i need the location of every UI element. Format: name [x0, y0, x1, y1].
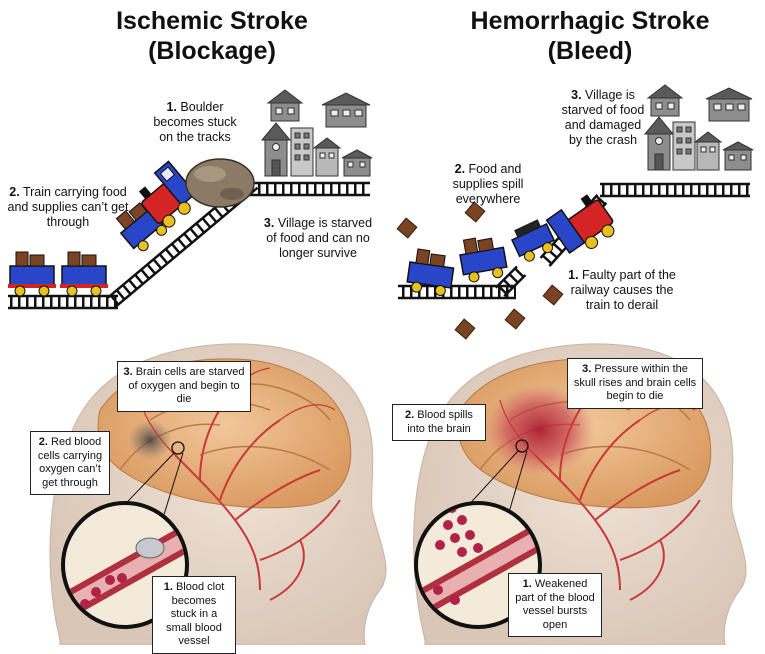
ischemic-brain-step2-text: Red blood cells carrying oxygen can’t ge… — [37, 436, 103, 489]
ischemic-cargo-wagon-1 — [8, 251, 56, 297]
hemorrhagic-brain-step1: 1. Weakened part of the blood vessel bur… — [508, 573, 602, 637]
hemorrhagic-brain-step1-num: 1. — [522, 578, 532, 590]
house-icon — [693, 131, 723, 171]
hemorrhagic-brain-step2-text: Blood spills into the brain — [407, 409, 473, 435]
ischemic-train-step1: 1. Boulder becomes stuck on the tracks — [150, 100, 240, 145]
house-icon — [722, 141, 754, 171]
ischemic-train-step2: 2. Train carrying food and supplies can’… — [2, 185, 134, 230]
ischemic-brain-step1: 1. Blood clot becomes stuck in a small b… — [152, 576, 236, 654]
hemorrhagic-wagon-1 — [406, 248, 455, 296]
hemorrhagic-title: Hemorrhagic Stroke (Bleed) — [440, 6, 740, 66]
hemorrhagic-brain-step3-text: Pressure within the skull rises and brai… — [573, 363, 697, 402]
ischemic-title: Ischemic Stroke (Blockage) — [62, 6, 362, 66]
hemorrhagic-brain-step2-num: 2. — [405, 409, 415, 421]
hemorrhagic-wagon-2 — [459, 237, 508, 283]
hemorrhagic-train-step3-num: 3. — [571, 88, 582, 102]
hemorrhagic-brain-step2: 2. Blood spills into the brain — [392, 404, 486, 441]
ischemic-train-step1-num: 1. — [166, 100, 177, 114]
hemorrhagic-train-step1-num: 1. — [568, 268, 579, 282]
house-icon — [705, 87, 753, 122]
church-icon — [260, 122, 292, 177]
ischemic-cargo-wagon-2 — [60, 251, 108, 297]
hemorrhagic-brain-step3: 3. Pressure within the skull rises and b… — [567, 358, 703, 409]
hemorrhagic-brain-step1-text: Weakened part of the blood vessel bursts… — [515, 578, 595, 631]
hemorrhagic-train-step1-text: Faulty part of the railway causes the tr… — [570, 268, 676, 312]
hemorrhagic-title-line2: (Bleed) — [547, 37, 633, 65]
boulder — [185, 158, 255, 208]
hemorrhagic-locomotive — [545, 194, 615, 255]
apartment-icon — [290, 127, 314, 177]
ischemic-brain-step2-num: 2. — [38, 436, 48, 448]
ischemic-village — [260, 89, 373, 177]
house-icon — [321, 92, 371, 128]
hemorrhagic-train-step1: 1. Faulty part of the railway causes the… — [566, 268, 678, 313]
hemorrhagic-train-step3-text: Village is starved of food and damaged b… — [561, 88, 645, 147]
house-icon — [266, 89, 304, 122]
ischemic-train-step3: 3. Village is starved of food and can no… — [262, 216, 374, 261]
ischemic-title-line2: (Blockage) — [148, 37, 276, 65]
ischemic-train-step3-text: Village is starved of food and can no lo… — [266, 216, 373, 260]
ischemic-brain-step1-num: 1. — [163, 581, 173, 593]
ischemic-train-step2-text: Train carrying food and supplies can’t g… — [7, 185, 129, 229]
hemorrhagic-train-step2: 2. Food and supplies spill everywhere — [436, 162, 540, 207]
house-icon — [312, 137, 342, 177]
house-icon — [646, 84, 684, 117]
ischemic-brain-step2: 2. Red blood cells carrying oxygen can’t… — [30, 431, 110, 495]
hemorrhagic-train-step2-text: Food and supplies spill everywhere — [452, 162, 524, 206]
ischemic-brain-step3: 3. Brain cells are starved of oxygen and… — [117, 361, 251, 412]
ischemic-train-step2-num: 2. — [9, 185, 20, 199]
ischemic-title-line1: Ischemic Stroke — [116, 7, 308, 35]
ischemic-brain-step3-text: Brain cells are starved of oxygen and be… — [128, 366, 245, 405]
ischemic-brain-step3-num: 3. — [123, 366, 133, 378]
ischemic-brain-step1-text: Blood clot becomes stuck in a small bloo… — [166, 581, 225, 647]
spilled-cargo — [396, 201, 564, 340]
ischemic-locomotive — [138, 160, 197, 228]
hemorrhagic-village — [643, 84, 754, 171]
hemorrhagic-title-line1: Hemorrhagic Stroke — [470, 7, 710, 35]
hemorrhagic-train-step3: 3. Village is starved of food and damage… — [560, 88, 646, 148]
hemorrhagic-brain-step3-num: 3. — [582, 363, 592, 375]
hemorrhagic-wagon-3 — [511, 219, 556, 262]
apartment-icon — [672, 121, 696, 171]
hemorrhagic-train-step2-num: 2. — [454, 162, 466, 176]
ischemic-train-step3-num: 3. — [263, 216, 275, 230]
church-icon — [643, 116, 675, 171]
ischemic-train-step1-text: Boulder becomes stuck on the tracks — [153, 100, 237, 144]
house-icon — [341, 149, 373, 177]
